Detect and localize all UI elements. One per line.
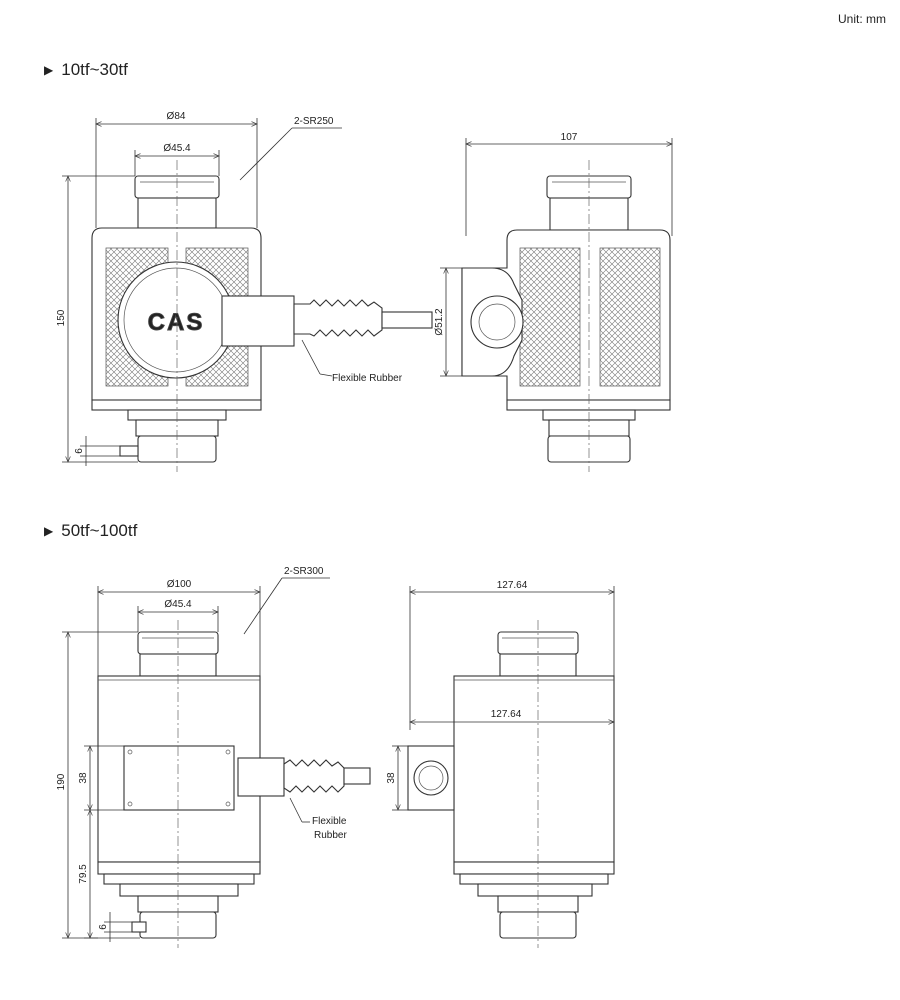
cable-label-line2: Rubber [314, 830, 347, 841]
front-view-small: Ø84 Ø45.4 2-SR250 CAS [56, 111, 433, 472]
dimension-bottom: 6 [98, 924, 109, 930]
section-title: 50tf~100tf [61, 521, 138, 540]
dimension-bottom: 6 [74, 448, 85, 454]
dimension-radius: 2-SR300 [284, 566, 324, 577]
cas-logo: CAS [148, 309, 205, 336]
dimension-width: 127.64 [497, 580, 528, 591]
dimension-hole: Ø51.2 [434, 308, 445, 336]
dimension-height: 150 [56, 309, 67, 326]
section-title: 10tf~30tf [61, 60, 128, 79]
dimension-outer-diameter: Ø84 [167, 111, 186, 122]
side-view-small: 107 Ø51.2 [434, 132, 672, 472]
unit-label: Unit: mm [838, 12, 886, 26]
section-heading-large: ▶ 50tf~100tf [44, 521, 137, 541]
dimension-plate: 38 [78, 772, 89, 784]
dimension-inner-diameter: Ø45.4 [164, 599, 192, 610]
front-view-large: Ø100 Ø45.4 2-SR300 [56, 566, 371, 948]
cable-label: Flexible Rubber [332, 373, 403, 384]
dimension-width: 107 [561, 132, 578, 143]
dimension-inner-diameter: Ø45.4 [163, 143, 191, 154]
section-heading-small: ▶ 10tf~30tf [44, 60, 128, 80]
dimension-height: 190 [56, 773, 67, 790]
triangle-bullet-icon: ▶ [44, 524, 54, 538]
dimension-lower: 79.5 [78, 864, 89, 884]
dimension-hole: 38 [386, 772, 397, 784]
cable-label-line1: Flexible [312, 816, 347, 827]
dimension-inner-width: 127.64 [491, 709, 522, 720]
dimension-radius: 2-SR250 [294, 116, 334, 127]
side-view-large: 127.64 127.64 38 [386, 580, 614, 948]
triangle-bullet-icon: ▶ [44, 63, 54, 77]
dimension-outer-diameter: Ø100 [167, 579, 192, 590]
